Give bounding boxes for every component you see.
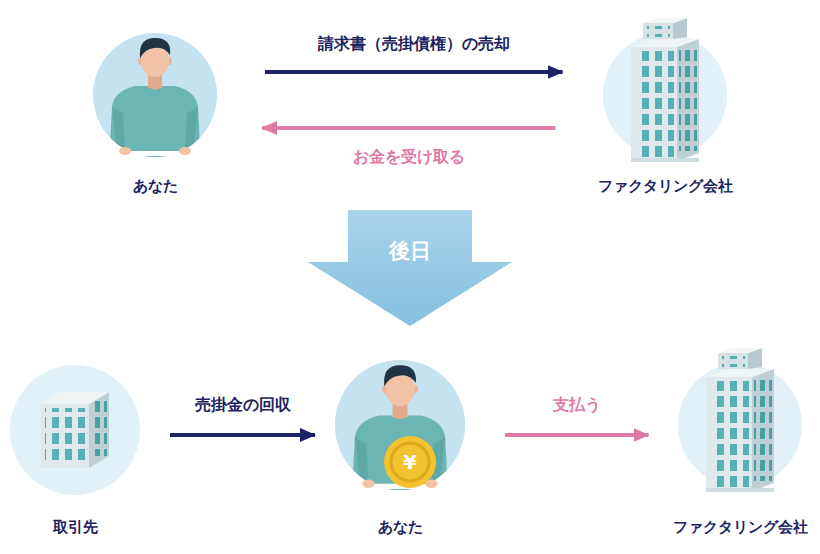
actor-label: ファクタリング会社 [668,517,813,537]
flow-arrow [262,126,556,130]
flow-arrow [265,70,563,74]
person-icon [335,360,465,499]
actor-node: ファクタリング会社 [593,33,738,196]
step-label: 後日 [389,239,431,264]
actor-node: あなた [93,33,217,196]
actor-label: 取引先 [10,517,140,537]
arrow-label: お金を受け取る [353,147,465,166]
building-icon [10,365,140,495]
arrow-label: 支払う [553,395,601,414]
actor-label: あなた [335,517,465,537]
actor-node: あなた [335,360,465,537]
person-icon [93,33,217,165]
currency-symbol: ¥ [403,450,417,474]
building-icon [603,18,727,162]
coin-icon [384,436,436,488]
coin-ring [391,443,429,481]
actor-label: ファクタリング会社 [593,176,738,196]
flow-arrow [170,433,315,437]
actor-label: あなた [93,176,217,196]
building-icon [678,348,802,492]
arrow-label: 売掛金の回収 [195,395,291,414]
actor-node: 取引先 [10,365,140,537]
flow-arrow [505,433,649,437]
actor-node: ファクタリング会社 [668,362,813,537]
arrow-label: 請求書（売掛債権）の売却 [318,34,510,53]
down-arrow [308,210,512,326]
